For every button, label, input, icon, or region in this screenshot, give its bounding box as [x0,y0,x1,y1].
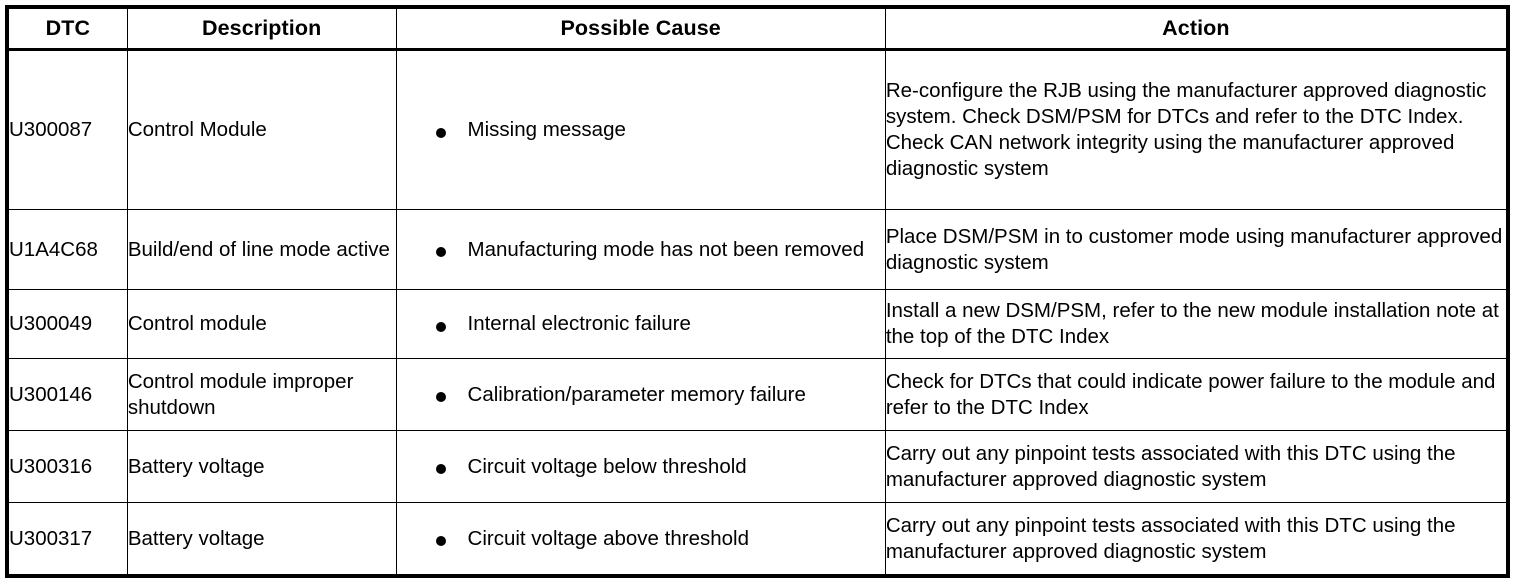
possible-cause-text: Internal electronic failure [467,312,691,336]
cell-description: Battery voltage [126,502,397,577]
possible-cause-list: Internal electronic failure [397,311,885,336]
bullet-icon [435,464,446,475]
table-row: U300317 Battery voltage Circuit voltage … [6,502,1509,577]
column-header-action-label: Action [1162,16,1230,40]
cell-action: Carry out any pinpoint tests associated … [884,502,1509,577]
column-header-description-label: Description [201,16,322,40]
list-item: Circuit voltage below threshold [397,454,885,479]
possible-cause-text: Circuit voltage above threshold [467,526,749,550]
cell-dtc: U300146 [6,358,128,431]
cell-description: Control module [126,289,397,359]
cell-possible-cause: Missing message [395,49,886,210]
table-row: U300087 Control Module Missing message R… [6,49,1509,210]
cell-possible-cause: Internal electronic failure [395,289,886,359]
cell-description: Battery voltage [126,430,397,503]
table-body: U300087 Control Module Missing message R… [6,49,1509,577]
table-row: U1A4C68 Build/end of line mode active Ma… [6,209,1509,290]
cell-dtc: U1A4C68 [6,209,128,290]
dtc-index-table: DTC Description Possible Cause Action U3… [5,5,1510,578]
cell-possible-cause: Calibration/parameter memory failure [395,358,886,431]
cell-action: Carry out any pinpoint tests associated … [884,430,1509,503]
list-item: Circuit voltage above threshold [397,526,885,551]
bullet-icon [435,247,446,258]
possible-cause-list: Circuit voltage above threshold [397,526,885,551]
bullet-icon [435,127,446,138]
bullet-icon [435,392,446,403]
possible-cause-text: Missing message [467,118,626,142]
table-row: U300146 Control module improper shutdown… [6,358,1509,431]
cell-description: Control module improper shutdown [126,358,397,431]
column-header-possible-cause-label: Possible Cause [560,16,721,40]
cell-action: Re-configure the RJB using the manufactu… [884,49,1509,210]
cell-description: Build/end of line mode active [126,209,397,290]
table-row: U300049 Control module Internal electron… [6,289,1509,359]
possible-cause-text: Manufacturing mode has not been removed [467,237,865,261]
column-header-possible-cause: Possible Cause [395,6,886,51]
cell-possible-cause: Manufacturing mode has not been removed [395,209,886,290]
column-header-description: Description [126,6,397,51]
cell-action: Install a new DSM/PSM, refer to the new … [884,289,1509,359]
cell-possible-cause: Circuit voltage below threshold [395,430,886,503]
possible-cause-text: Calibration/parameter memory failure [467,382,806,406]
cell-dtc: U300049 [6,289,128,359]
list-item: Missing message [397,117,885,142]
possible-cause-list: Manufacturing mode has not been removed [397,237,885,262]
cell-dtc: U300087 [6,49,128,210]
table-row: U300316 Battery voltage Circuit voltage … [6,430,1509,503]
column-header-action: Action [884,6,1509,51]
cell-description: Control Module [126,49,397,210]
possible-cause-list: Circuit voltage below threshold [397,454,885,479]
list-item: Manufacturing mode has not been removed [397,237,885,262]
cell-possible-cause: Circuit voltage above threshold [395,502,886,577]
list-item: Calibration/parameter memory failure [397,382,885,407]
column-header-dtc: DTC [6,6,128,51]
list-item: Internal electronic failure [397,311,885,336]
bullet-icon [435,536,446,547]
column-header-dtc-label: DTC [45,16,91,40]
cell-action: Place DSM/PSM in to customer mode using … [884,209,1509,290]
cell-dtc: U300316 [6,430,128,503]
bullet-icon [435,321,446,332]
table-header-row: DTC Description Possible Cause Action [6,6,1509,51]
possible-cause-list: Calibration/parameter memory failure [397,382,885,407]
possible-cause-list: Missing message [397,117,885,142]
cell-dtc: U300317 [6,502,128,577]
possible-cause-text: Circuit voltage below threshold [467,454,747,478]
cell-action: Check for DTCs that could indicate power… [884,358,1509,431]
